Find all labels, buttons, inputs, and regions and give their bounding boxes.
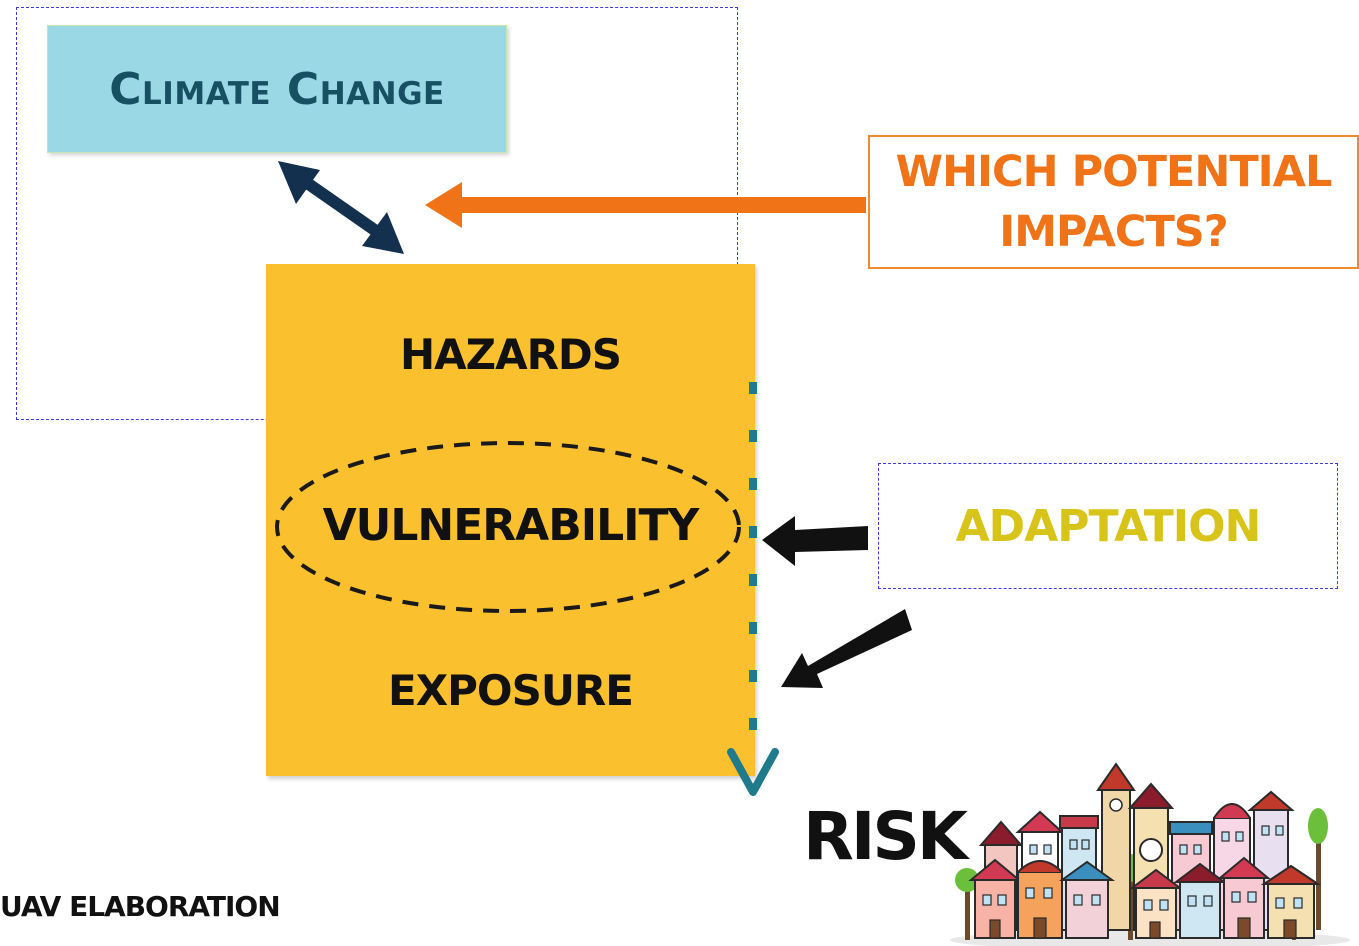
double-arrow-icon xyxy=(278,161,404,254)
vulnerability-label: VULNERABILITY xyxy=(322,500,700,551)
town-illustration xyxy=(950,762,1350,946)
risk-label: RISK xyxy=(803,798,968,875)
orange-arrow-icon xyxy=(425,182,866,228)
climate-change-label: Climate Change xyxy=(109,63,445,115)
black-arrow-icon xyxy=(762,516,868,566)
impacts-question-line-1: WHICH POTENTIAL xyxy=(895,147,1333,197)
impacts-question-box: WHICH POTENTIAL IMPACTS? xyxy=(868,135,1359,269)
vulnerability-ellipse xyxy=(275,441,741,613)
climate-change-box: Climate Change xyxy=(47,25,507,153)
black-arrow-icon-2 xyxy=(781,609,912,688)
adaptation-box: ADAPTATION xyxy=(878,463,1338,589)
source-credit: UAV ELABORATION xyxy=(0,890,281,923)
risk-components-box xyxy=(266,264,755,776)
exposure-label: EXPOSURE xyxy=(388,666,634,715)
adaptation-label: ADAPTATION xyxy=(955,500,1262,552)
chevron-down-icon xyxy=(727,748,779,796)
hazards-label: HAZARDS xyxy=(399,330,622,379)
impacts-question-text: WHICH POTENTIAL IMPACTS? xyxy=(895,142,1333,262)
impacts-question-line-2: IMPACTS? xyxy=(999,207,1228,257)
